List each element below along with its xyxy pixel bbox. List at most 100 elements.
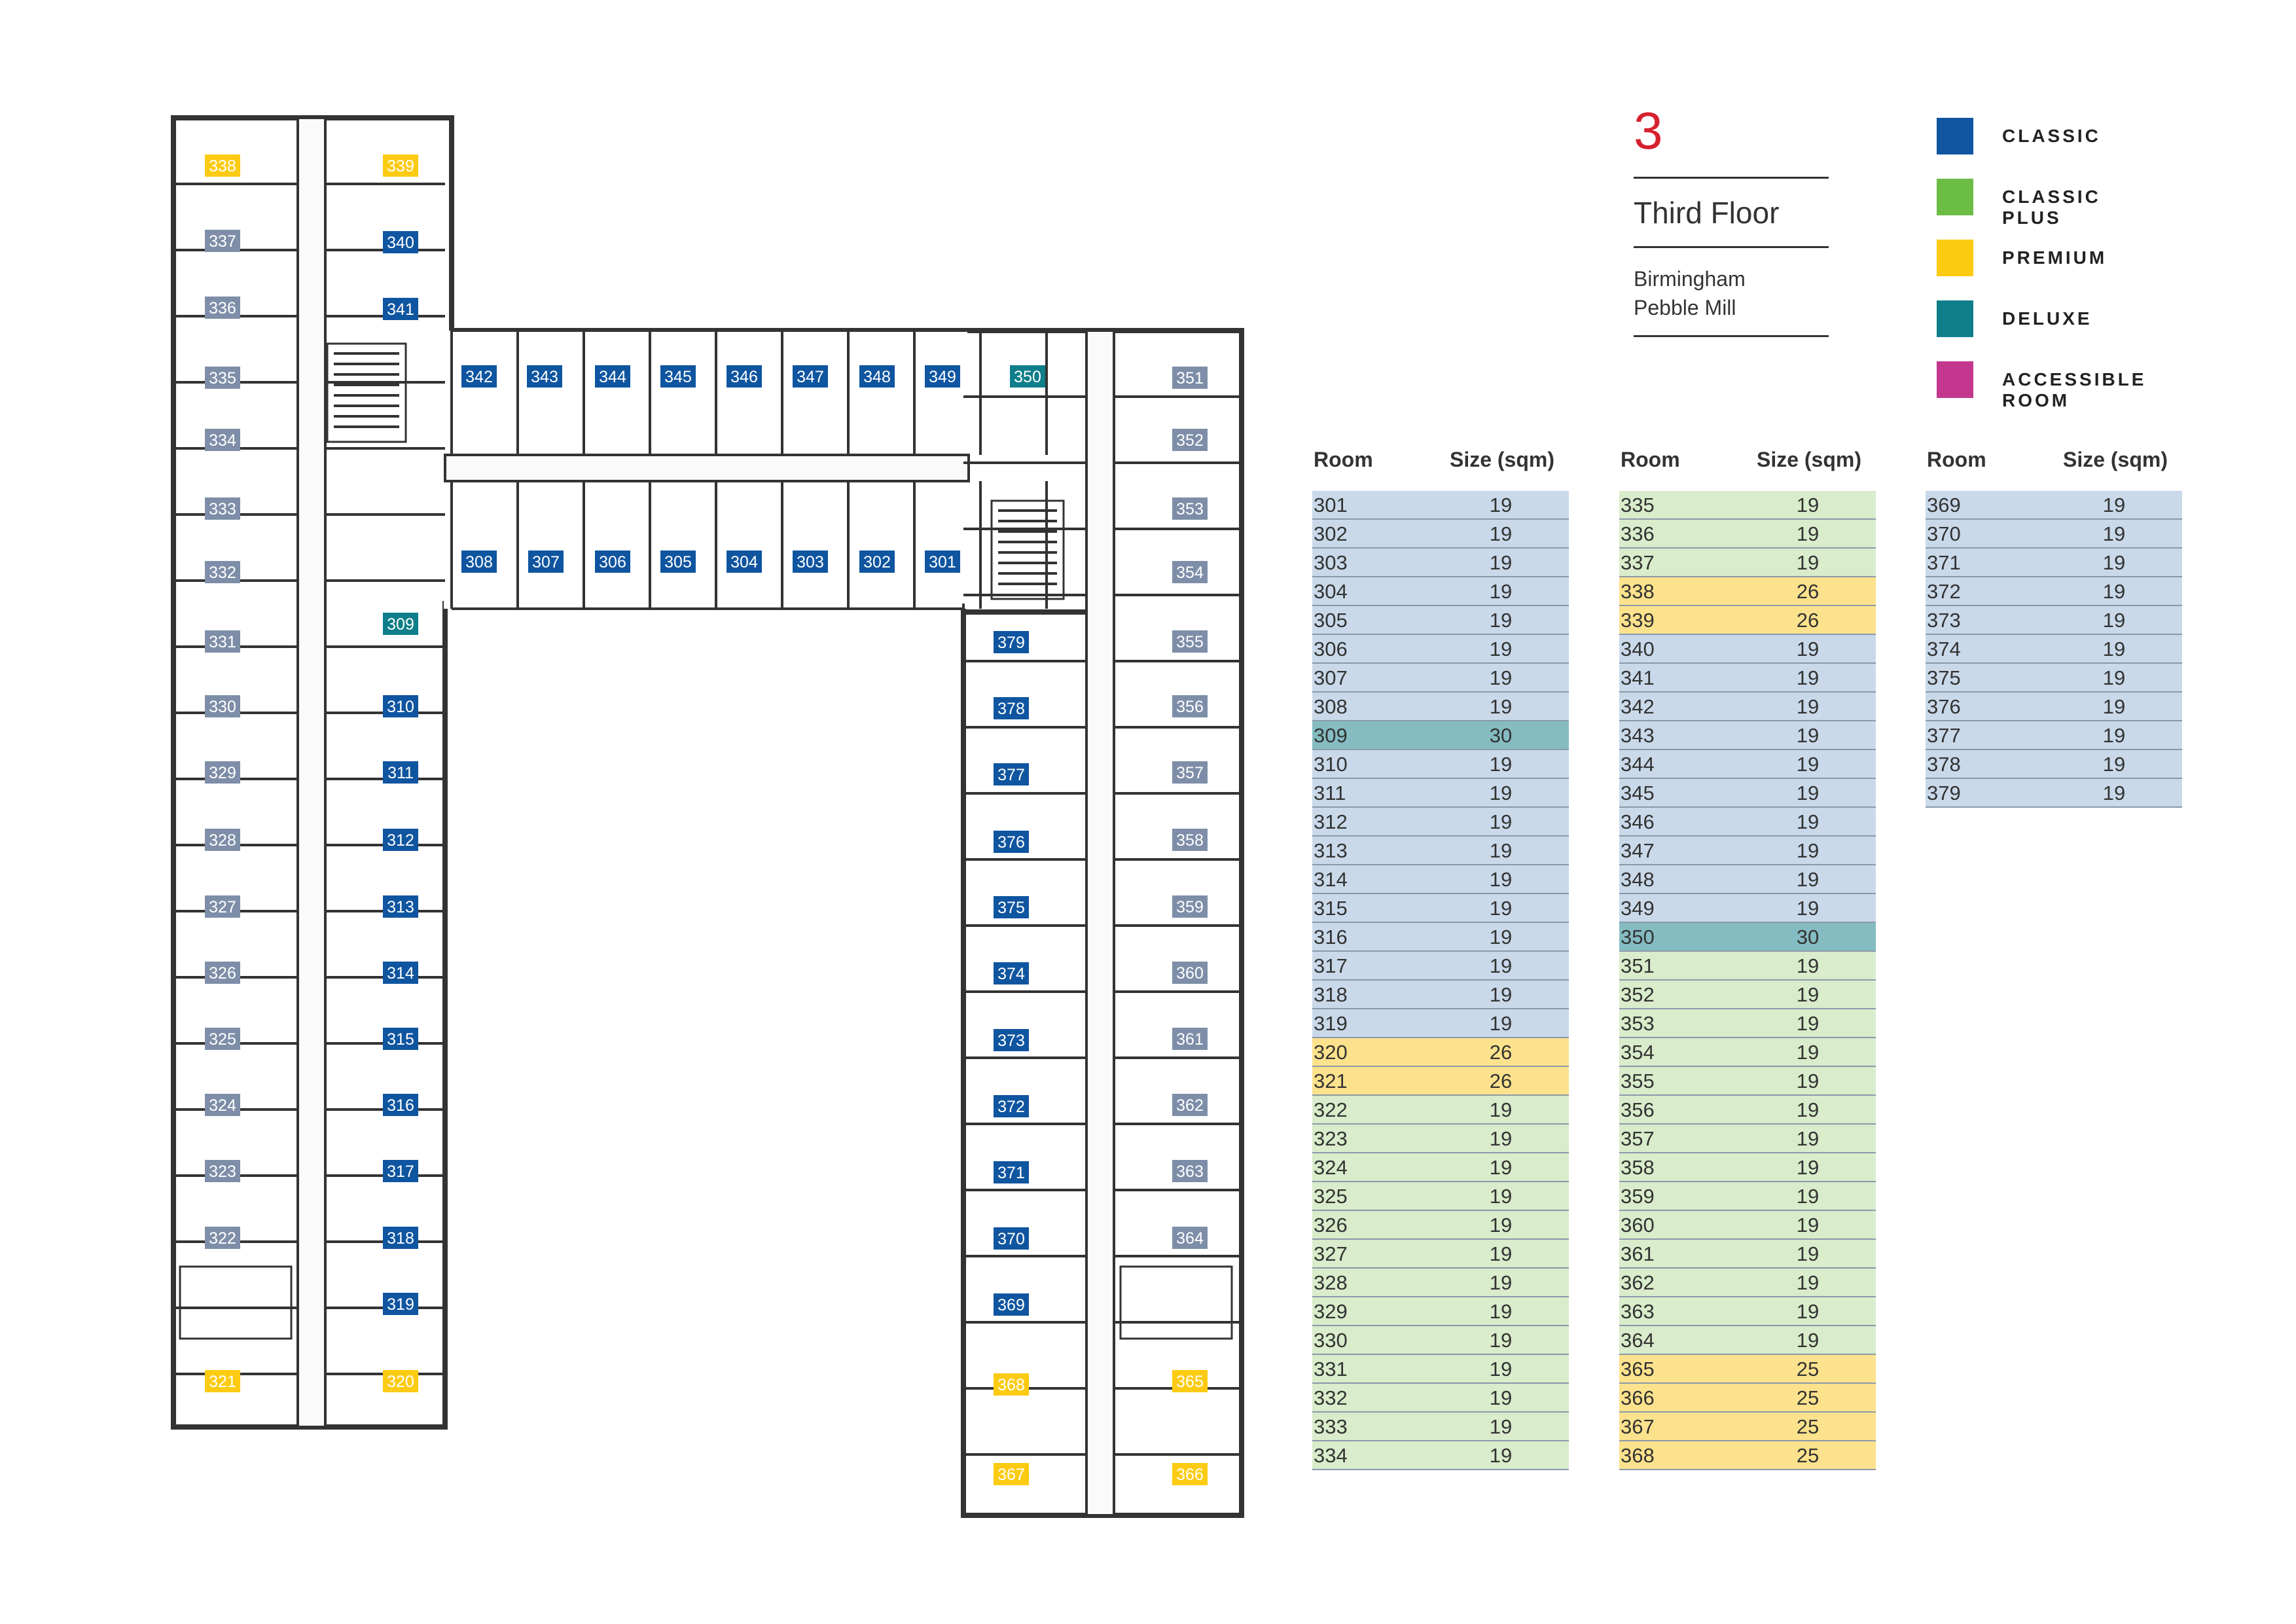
plan-room-label-355: 355 bbox=[1172, 630, 1208, 653]
room-size: 19 bbox=[1796, 839, 1820, 862]
plan-room-label-303: 303 bbox=[793, 550, 828, 573]
plan-room-label-bg bbox=[205, 829, 240, 851]
room-size: 19 bbox=[2102, 753, 2126, 776]
room-size: 30 bbox=[1796, 926, 1820, 948]
location-city: Birmingham bbox=[1634, 267, 1746, 291]
room-number: 332 bbox=[1314, 1386, 1348, 1409]
plan-room-label-bg bbox=[994, 1095, 1029, 1117]
room-size: 19 bbox=[1796, 695, 1820, 718]
plan-room-number: 313 bbox=[387, 898, 414, 916]
plan-room-label-bg bbox=[205, 1370, 240, 1392]
plan-room-label-bg bbox=[595, 550, 630, 573]
plan-room-label-bg bbox=[1172, 1160, 1208, 1182]
room-size: 19 bbox=[1489, 494, 1513, 516]
room-size: 19 bbox=[2102, 609, 2126, 632]
room-number: 331 bbox=[1314, 1358, 1348, 1380]
room-number: 378 bbox=[1927, 753, 1961, 776]
plan-room-label-bg bbox=[205, 630, 240, 653]
room-number: 366 bbox=[1621, 1386, 1655, 1409]
plan-room-label-bg bbox=[205, 497, 240, 520]
room-size: 19 bbox=[2102, 522, 2126, 545]
plan-room-number: 361 bbox=[1176, 1030, 1204, 1049]
room-number: 359 bbox=[1621, 1185, 1655, 1208]
header-divider bbox=[1634, 335, 1829, 337]
room-size: 19 bbox=[1489, 609, 1513, 632]
room-number: 351 bbox=[1621, 954, 1655, 977]
plan-room-label-bg bbox=[793, 550, 828, 573]
room-number: 336 bbox=[1621, 522, 1655, 545]
legend-label: PREMIUM bbox=[2002, 247, 2108, 268]
room-number: 355 bbox=[1621, 1070, 1655, 1092]
east-corridor bbox=[1085, 329, 1115, 1517]
room-number: 337 bbox=[1621, 551, 1655, 574]
room-number: 353 bbox=[1621, 1012, 1655, 1035]
room-number: 343 bbox=[1621, 724, 1655, 747]
plan-room-label-bg bbox=[994, 1373, 1029, 1396]
plan-room-number: 363 bbox=[1176, 1163, 1204, 1181]
plan-room-label-bg bbox=[1172, 429, 1208, 451]
table-row: 378 19 bbox=[1926, 750, 2182, 779]
plan-room-number: 344 bbox=[599, 368, 626, 386]
plan-room-label-bg bbox=[205, 895, 240, 918]
plan-room-label-bg bbox=[383, 695, 418, 717]
plan-room-label-322: 322 bbox=[205, 1227, 240, 1249]
plan-room-label-bg bbox=[205, 429, 240, 451]
plan-room-number: 312 bbox=[387, 831, 414, 850]
plan-room-number: 377 bbox=[997, 766, 1025, 784]
room-size: 19 bbox=[2102, 724, 2126, 747]
plan-room-number: 354 bbox=[1176, 564, 1204, 582]
plan-room-number: 316 bbox=[387, 1096, 414, 1115]
room-number: 312 bbox=[1314, 810, 1348, 833]
plan-room-label-325: 325 bbox=[205, 1028, 240, 1050]
plan-room-number: 326 bbox=[209, 964, 236, 983]
room-size: 19 bbox=[1489, 897, 1513, 920]
plan-room-label-371: 371 bbox=[994, 1161, 1029, 1183]
plan-room-label-336: 336 bbox=[205, 297, 240, 319]
plan-room-label-377: 377 bbox=[994, 763, 1029, 785]
room-number: 372 bbox=[1927, 580, 1961, 603]
room-size: 19 bbox=[2102, 551, 2126, 574]
plan-room-label-370: 370 bbox=[994, 1227, 1029, 1250]
plan-room-label-373: 373 bbox=[994, 1029, 1029, 1051]
stair-core bbox=[179, 1265, 293, 1340]
room-number: 364 bbox=[1621, 1329, 1655, 1352]
room-number: 302 bbox=[1314, 522, 1348, 545]
plan-room-label-350: 350 bbox=[1010, 365, 1045, 388]
plan-room-label-bg bbox=[859, 365, 895, 388]
plan-room-label-315: 315 bbox=[383, 1028, 418, 1050]
plan-room-number: 320 bbox=[387, 1373, 414, 1391]
room-number: 350 bbox=[1621, 926, 1655, 948]
plan-room-label-bg bbox=[1172, 630, 1208, 653]
plan-room-label-365: 365 bbox=[1172, 1370, 1208, 1392]
room-number: 310 bbox=[1314, 753, 1348, 776]
legend-swatch bbox=[1937, 361, 1973, 398]
room-size: 19 bbox=[1489, 666, 1513, 689]
room-number: 304 bbox=[1314, 580, 1348, 603]
room-size: 25 bbox=[1796, 1358, 1820, 1380]
plan-room-label-bg bbox=[1172, 695, 1208, 717]
plan-room-label-369: 369 bbox=[994, 1293, 1029, 1316]
room-number: 333 bbox=[1314, 1415, 1348, 1438]
room-number: 367 bbox=[1621, 1415, 1655, 1438]
plan-room-number: 353 bbox=[1176, 500, 1204, 518]
room-number: 319 bbox=[1314, 1012, 1348, 1035]
plan-room-label-bg bbox=[383, 1370, 418, 1392]
plan-room-number: 360 bbox=[1176, 964, 1204, 983]
room-number: 340 bbox=[1621, 638, 1655, 660]
plan-room-label-bg bbox=[205, 367, 240, 389]
